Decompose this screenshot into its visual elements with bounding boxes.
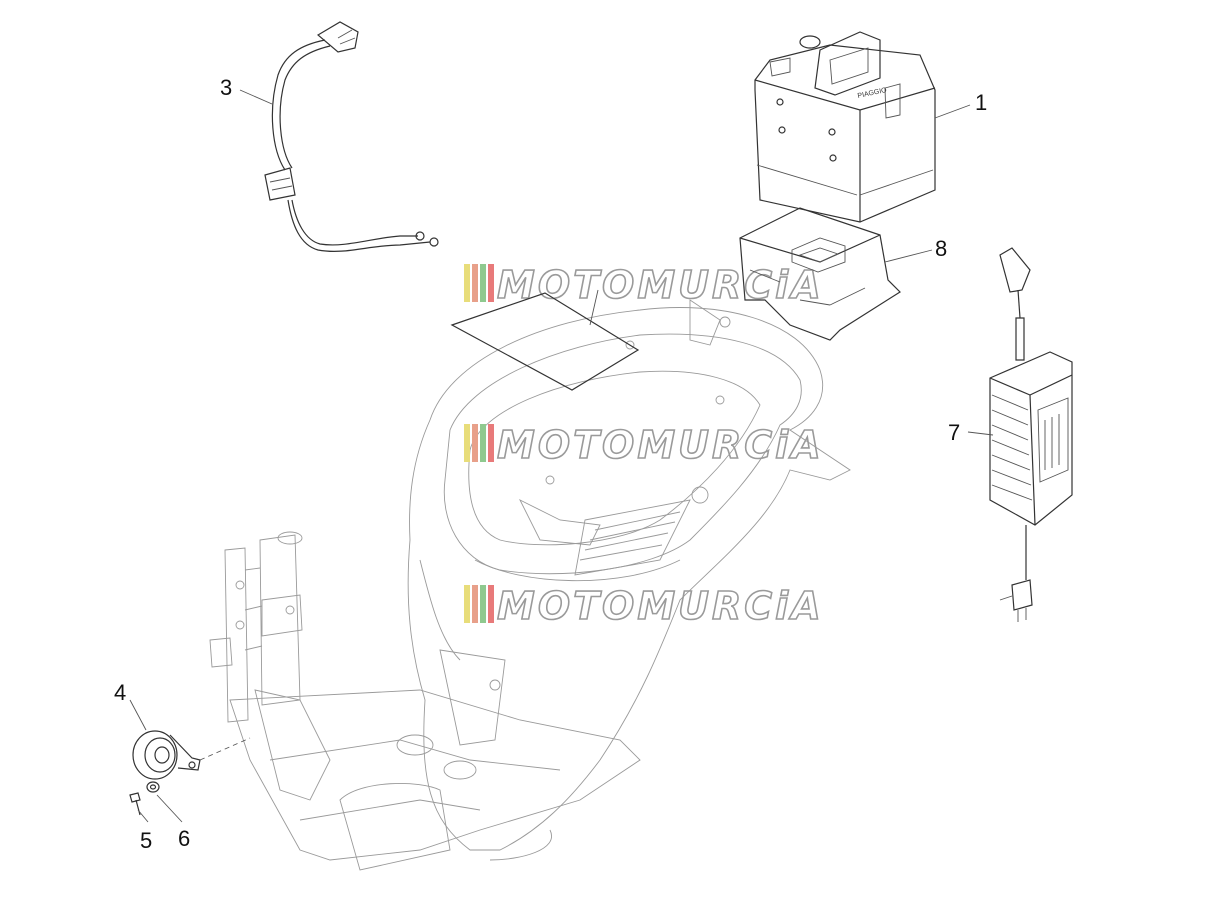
leader-lines <box>129 89 994 823</box>
watermark-text: MOTOMURCiA <box>497 263 824 307</box>
washer-drawing <box>146 781 160 793</box>
scooter-frame-drawing <box>209 299 851 871</box>
watermark-top: MOTOMURCiA <box>464 262 824 308</box>
screw-drawing <box>129 792 141 816</box>
callout-3: 3 <box>220 75 232 100</box>
callout-5: 5 <box>140 828 152 853</box>
battery-drawing: PIAGGIO <box>754 31 936 223</box>
charger-drawing <box>989 247 1073 622</box>
callout-4: 4 <box>114 680 126 705</box>
callout-1: 1 <box>975 90 987 115</box>
svg-text:PIAGGIO: PIAGGIO <box>857 87 888 100</box>
callout-6: 6 <box>178 826 190 851</box>
callout-7: 7 <box>948 420 960 445</box>
watermark-bottom: MOTOMURCiA <box>464 583 824 629</box>
plate-sheet-drawing <box>450 289 640 391</box>
watermark-text: MOTOMURCiA <box>497 584 824 628</box>
callout-8: 8 <box>935 236 947 261</box>
wiring-harness-drawing <box>264 21 439 252</box>
watermark-middle: MOTOMURCiA <box>464 422 824 468</box>
battery-tray-drawing <box>739 207 901 341</box>
watermark-text: MOTOMURCiA <box>497 423 824 467</box>
horn-drawing <box>132 730 251 780</box>
